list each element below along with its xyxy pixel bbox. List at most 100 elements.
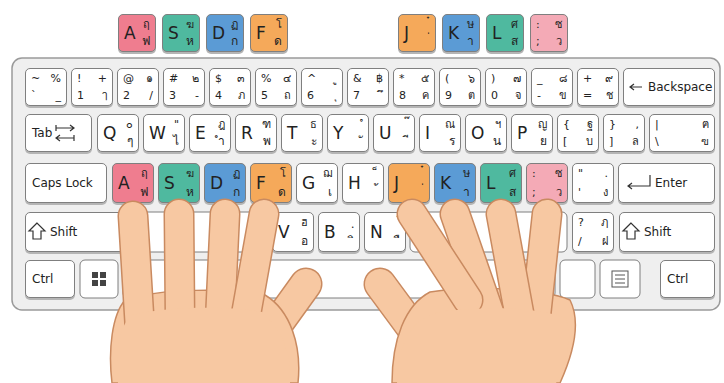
- keyboard-key: Lศส: [480, 163, 522, 203]
- keyboard-key: ".'ง: [572, 163, 614, 203]
- key-label: ': [578, 187, 581, 198]
- key-label: A: [124, 25, 136, 42]
- arrow-icons: [29, 84, 650, 239]
- key-label: ห: [186, 35, 194, 47]
- key-label: เ: [328, 186, 332, 198]
- key-label: O: [471, 125, 484, 142]
- key-label: Shift: [50, 226, 77, 238]
- key-label: ๘: [559, 73, 567, 84]
- keyboard-key: !+1ๅ: [71, 68, 113, 106]
- keyboard-key: Ctrl: [660, 260, 715, 298]
- keyboard-key: {ฐ[บ: [557, 114, 599, 152]
- key-label: ฌ: [323, 168, 332, 179]
- keyboard-key: Fโด: [250, 163, 292, 203]
- keyboard-key: Tธะ: [281, 114, 323, 152]
- key-label: $: [215, 73, 222, 84]
- key-label: Tab: [32, 127, 52, 139]
- key-label: ;: [532, 187, 536, 198]
- key-label: ~: [31, 73, 40, 84]
- key-label: 5: [261, 90, 268, 101]
- keyboard-key: $๓4ภ: [209, 68, 251, 106]
- key-label: ฑ: [262, 119, 271, 130]
- keyboard-key: Gฌเ: [296, 163, 338, 203]
- keyboard-key: +๙=ช: [577, 68, 619, 106]
- key-label: โ: [276, 19, 282, 30]
- key-label: ล: [632, 136, 639, 147]
- keyboard-key: Dฏก: [206, 14, 244, 52]
- key-label: Enter: [655, 177, 687, 189]
- key-label: ไ: [173, 135, 179, 147]
- key-label: B: [324, 224, 336, 241]
- key-label: ๔: [283, 73, 291, 84]
- key-label: D: [210, 175, 223, 192]
- key-label: ง: [603, 187, 608, 198]
- key-label: 3: [169, 90, 176, 101]
- key-label: ะ: [311, 135, 317, 147]
- key-label: Ctrl: [667, 273, 688, 285]
- key-label: U: [379, 125, 391, 142]
- key-label: #: [169, 73, 178, 84]
- keyboard-key: :ซ;ว: [526, 163, 568, 203]
- key-label: [: [563, 136, 567, 147]
- key-label: -: [195, 90, 199, 101]
- keyboard-key: *๕8ค: [393, 68, 435, 106]
- keyboard-key: Ctrl: [25, 260, 75, 298]
- key-label: K: [448, 25, 459, 42]
- key-label: โ: [280, 168, 286, 179]
- key-label: ห: [186, 186, 194, 198]
- keyboard-key: Tab: [25, 114, 92, 152]
- keyboard-key: Aฤฟ: [118, 14, 156, 52]
- key-label: 1: [77, 90, 84, 101]
- key-label: R: [241, 125, 253, 142]
- keyboard-key: Shift: [25, 212, 129, 252]
- key-label: Caps Lock: [32, 177, 93, 189]
- key-label: จ: [515, 90, 521, 101]
- key-label: ฯ: [495, 119, 501, 130]
- key-label: D: [212, 25, 225, 42]
- key-label: L: [486, 175, 495, 192]
- key-label: ฿: [376, 73, 383, 84]
- keyboard-key: Fโด: [250, 14, 288, 52]
- keyboard-key: Vฮอ: [272, 212, 314, 252]
- key-label: ฅ: [702, 119, 709, 130]
- keyboard-key: J๋่: [398, 14, 436, 52]
- keyboard-key: %๔5ถ: [255, 68, 297, 106]
- key-label: Y: [333, 125, 343, 142]
- keyboard-key: (๖9ต: [439, 68, 481, 106]
- key-label: ): [491, 73, 495, 84]
- key-label: ต: [468, 90, 475, 101]
- key-label: :: [532, 168, 536, 179]
- keyboard-key: Kษา: [434, 163, 476, 203]
- key-label: &: [353, 73, 362, 84]
- key-label: ฏ: [233, 168, 240, 179]
- key-label: K: [440, 175, 451, 192]
- keyboard-key: Sฆห: [158, 163, 200, 203]
- key-label: J: [404, 25, 409, 42]
- keyboard-key: U๊ี: [373, 114, 415, 152]
- keyboard-key: Sฆห: [162, 14, 200, 52]
- key-label: :: [536, 19, 540, 30]
- key-label: า: [463, 186, 470, 198]
- key-label: .: [605, 168, 609, 179]
- key-label: %: [261, 73, 271, 84]
- key-label: ๕: [421, 73, 429, 84]
- plain-keys: [80, 212, 640, 298]
- key-label: `: [31, 90, 37, 101]
- keyboard-key: Shift: [619, 212, 715, 252]
- keyboard-key: )๗0จ: [485, 68, 527, 106]
- keyboard-key: Oฯน: [465, 114, 507, 152]
- key-label: ๗: [513, 73, 521, 84]
- key-label: ๑: [146, 73, 153, 84]
- key-label: ภ: [238, 90, 245, 101]
- keyboard-key: #๒3-: [163, 68, 205, 106]
- key-label: F: [256, 175, 266, 192]
- key-label: ฃ: [701, 136, 709, 147]
- keyboard-key: Iณร: [419, 114, 461, 152]
- key-label: (: [445, 73, 449, 84]
- keyboard-key: ^ู6ุ: [301, 68, 343, 106]
- key-label: ๅ: [102, 90, 107, 101]
- key-label: @: [123, 73, 134, 84]
- keyboard-key: &฿7ึ: [347, 68, 389, 106]
- key-label: ศ: [511, 19, 518, 30]
